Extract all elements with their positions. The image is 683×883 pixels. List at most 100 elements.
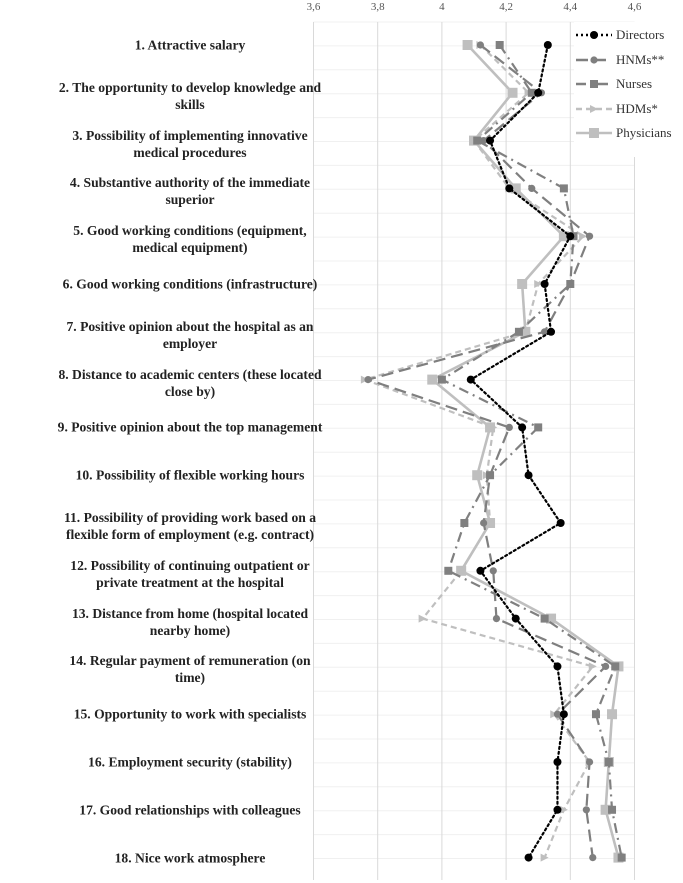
data-point-hnms [492, 615, 501, 623]
data-point-hdms [588, 662, 597, 671]
data-point-physicians [427, 374, 438, 385]
category-label: 6. Good working conditions (infrastructu… [62, 276, 318, 292]
data-point-hdms [521, 327, 530, 336]
data-point-physicians [517, 279, 528, 289]
data-point-directors [466, 375, 475, 384]
legend-item: HDMs* [574, 100, 658, 118]
data-point-directors [511, 614, 520, 623]
data-point-nurses [559, 184, 568, 193]
data-point-directors [476, 566, 485, 575]
data-point-physicians [510, 183, 521, 194]
data-point-hdms [579, 232, 588, 241]
series-line-physicians [429, 44, 620, 858]
category-label: 5. Good working conditions (equipment,me… [73, 223, 307, 256]
category-label: 1. Attractive salary [134, 37, 246, 53]
category-label: 4. Substantive authority of the immediat… [69, 175, 311, 208]
category-label: 7. Positive opinion about the hospital a… [66, 318, 314, 351]
data-point-physicians [558, 231, 569, 242]
data-point-nurses [514, 327, 523, 336]
x-tick-label: 4,6 [627, 1, 642, 13]
x-tick-label: 3,8 [370, 1, 385, 13]
data-point-directors [553, 805, 562, 814]
data-point-directors [540, 280, 549, 288]
legend-marker [590, 55, 598, 64]
data-point-directors [556, 519, 565, 527]
category-label: 9. Positive opinion about the top manage… [57, 419, 323, 435]
data-point-directors [534, 88, 543, 97]
legend-label: Physicians [616, 125, 672, 140]
data-point-hdms [489, 423, 498, 432]
data-point-physicians [600, 804, 611, 815]
data-point-nurses [460, 519, 469, 527]
category-label: 15. Opportunity to work with specialists [73, 706, 307, 722]
data-point-nurses [540, 614, 549, 623]
data-point-nurses [617, 853, 626, 862]
category-label: 18. Nice work atmosphere [114, 850, 266, 866]
series-line-nurses [439, 44, 623, 858]
category-label: 10. Possibility of flexible working hour… [75, 467, 305, 483]
legend-label: HDMs* [616, 100, 658, 116]
data-point-hnms [566, 280, 574, 288]
data-point-nurses [437, 375, 446, 384]
category-label: 13. Distance from home (hospital located… [71, 605, 309, 638]
legend-item: Physicians [574, 124, 672, 142]
category-label: 12. Possibility of continuing outpatient… [70, 557, 310, 590]
data-point-hdms [457, 566, 466, 575]
x-tick-label: 4,4 [563, 1, 578, 13]
series-line-directors [468, 43, 572, 859]
legend-swatch [576, 31, 612, 39]
data-point-hnms [486, 471, 494, 479]
x-tick-label: 4 [439, 1, 445, 13]
data-point-directors [524, 471, 533, 480]
legend-swatch [576, 55, 612, 64]
legend-label: Directors [616, 27, 665, 42]
x-tick-label: 4,2 [499, 1, 513, 13]
legend-marker [589, 128, 599, 138]
data-point-physicians [546, 613, 557, 624]
data-point-nurses [444, 566, 453, 575]
data-point-hnms [364, 376, 372, 384]
data-point-directors [543, 41, 552, 49]
data-point-hnms [528, 184, 536, 192]
data-point-hnms [480, 519, 488, 527]
data-point-hnms [585, 232, 594, 240]
data-point-directors [553, 758, 562, 766]
category-label: 3. Possibility of implementing innovativ… [72, 127, 308, 160]
data-point-hnms [476, 41, 485, 49]
data-point-hnms [589, 854, 597, 862]
legend-swatch [576, 104, 612, 113]
data-point-directors [518, 423, 527, 432]
data-point-physicians [462, 40, 473, 50]
legend-label: HNMs** [616, 51, 665, 67]
data-point-nurses [611, 662, 620, 671]
legend-swatch [576, 80, 612, 88]
data-point-physicians [507, 87, 518, 98]
data-point-hnms [585, 758, 594, 766]
data-point-nurses [604, 758, 613, 766]
data-point-nurses [527, 88, 536, 97]
category-label: 11. Possibility of providing work based … [63, 510, 317, 542]
data-point-hdms [559, 805, 568, 814]
data-point-hdms [534, 280, 543, 288]
data-point-directors [505, 184, 514, 193]
data-point-hnms [553, 710, 562, 718]
legend-item: Nurses [574, 75, 652, 93]
data-point-hnms [480, 137, 488, 145]
category-label: 8. Distance to academic centers (these l… [58, 366, 322, 399]
legend-swatch [576, 128, 612, 138]
data-point-nurses [473, 136, 482, 145]
data-point-nurses [495, 41, 504, 49]
legend-marker [590, 31, 598, 39]
data-point-hnms [602, 662, 610, 671]
data-point-hnms [541, 328, 549, 336]
data-point-hnms [505, 423, 513, 431]
data-point-physicians [472, 470, 483, 481]
legend-marker [590, 80, 598, 88]
category-label: 16. Employment security (stability) [88, 754, 292, 770]
data-point-directors [553, 662, 562, 671]
data-point-directors [524, 853, 533, 862]
data-point-directors [547, 327, 556, 336]
series-line-hdms [361, 44, 595, 859]
